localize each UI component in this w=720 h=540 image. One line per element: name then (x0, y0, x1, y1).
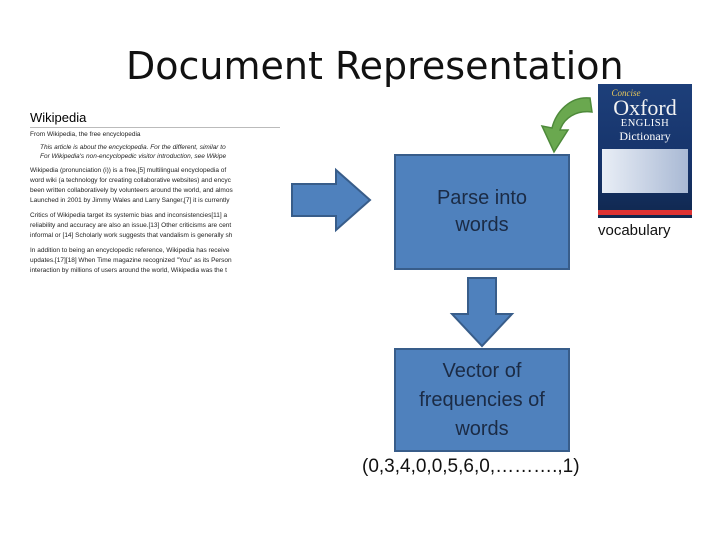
right-arrow-icon (291, 167, 372, 233)
wiki-line: Launched in 2001 by Jimmy Wales and Larr… (30, 197, 230, 204)
slide-title: Document Representation (126, 44, 624, 88)
cover-line: Oxford (613, 95, 677, 120)
wiki-hatnote: This article is about the encyclopedia. … (40, 144, 226, 151)
cover-stripe (598, 210, 692, 215)
wiki-line: Wikipedia (pronunciation (i)) is a free,… (30, 167, 227, 174)
parse-into-words-box: Parse into words (394, 154, 570, 270)
cover-line: ENGLISH (620, 118, 670, 129)
wiki-heading: Wikipedia (30, 110, 280, 128)
cover-band (602, 149, 688, 193)
vector-of-frequencies-box: Vector of frequencies of words (394, 348, 570, 452)
wiki-line: informal or [14] Scholarly work suggests… (30, 232, 233, 239)
cover-line: Dictionary (619, 129, 671, 143)
wiki-line: In addition to being an encyclopedic ref… (30, 247, 230, 254)
wiki-line: reliability and accuracy are also an iss… (30, 222, 232, 229)
wiki-line: interaction by millions of users around … (30, 267, 227, 274)
down-arrow-icon (449, 277, 515, 348)
wiki-hatnote: For Wikipedia's non-encyclopedic visitor… (40, 153, 227, 160)
wiki-line: Critics of Wikipedia target its systemic… (30, 212, 228, 219)
vector-box-line: Vector of (442, 359, 522, 382)
vocabulary-label: vocabulary (598, 222, 671, 239)
frequency-vector: (0,3,4,0,0,5,6,0,……….,1) (362, 456, 580, 477)
wiki-line: word wiki (a technology for creating col… (30, 177, 231, 184)
wiki-subheading: From Wikipedia, the free encyclopedia (30, 131, 141, 138)
wiki-line: been written collaboratively by voluntee… (30, 187, 233, 194)
cover-line: Concise (611, 88, 641, 98)
wikipedia-excerpt: Wikipedia From Wikipedia, the free encyc… (30, 110, 282, 292)
wiki-line: updates.[17][18] When Time magazine reco… (30, 257, 232, 264)
vector-box-line: frequencies of (419, 388, 545, 411)
curved-arrow-icon (540, 97, 593, 154)
parse-box-line: Parse into (436, 187, 528, 209)
parse-box-line: words (455, 214, 509, 236)
vector-box-line: words (455, 417, 509, 440)
dictionary-cover-image: Concise Oxford ENGLISH Dictionary (598, 84, 692, 218)
